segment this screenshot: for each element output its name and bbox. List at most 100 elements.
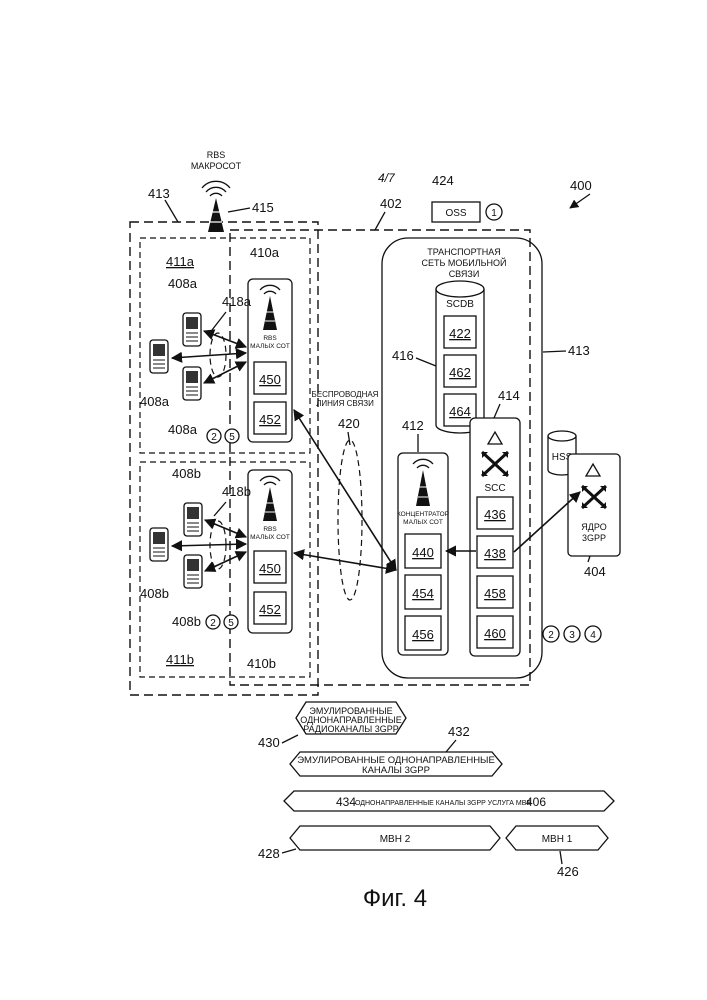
macro-leader (228, 208, 250, 212)
cell-a-circle-2: 2 (211, 432, 217, 443)
rbs-b-label-2: МАЛЫХ СОТ (250, 534, 290, 541)
link-a-ref: 418a (222, 294, 252, 309)
rbs-a-ref: 410a (250, 245, 280, 260)
figure-ref: 400 (570, 178, 592, 193)
transport-circle-4: 4 (590, 630, 596, 641)
transport-label-3: СВЯЗИ (449, 269, 480, 279)
link-b-ref: 418b (222, 484, 251, 499)
link-a-arrow-2 (172, 353, 246, 358)
wireless-arrow-b (294, 553, 396, 570)
rbs-a-label-2: МАЛЫХ СОТ (250, 343, 290, 350)
mbh2-label: MBH 2 (380, 834, 411, 845)
core-label-1: ЯДРО (581, 522, 606, 532)
emulated-bearer-2: КАНАЛЫ 3GPP (362, 765, 430, 776)
radio-bearer-3: РАДИОКАНАЛЫ 3GPP (303, 724, 399, 734)
page-number: 4/7 (378, 171, 396, 185)
radio-bearer-leader (282, 735, 298, 743)
phone-b1-icon (184, 503, 202, 536)
hub-label-2: МАЛЫХ СОТ (403, 519, 443, 526)
wireless-label-2: ЛИНИЯ СВЯЗИ (316, 399, 374, 408)
cell-a-ref: 411a (166, 254, 195, 269)
figure-caption: Фиг. 4 (363, 885, 427, 912)
rbs-b-ref: 410b (247, 656, 276, 671)
macro-title-1: RBS (207, 150, 226, 160)
device-a1-ref: 408a (168, 276, 198, 291)
macro-title-2: МАКРОСОТ (191, 161, 242, 171)
hub-module-440-label: 440 (412, 545, 434, 560)
scdb-module-422-label: 422 (449, 326, 471, 341)
scc-ref: 414 (498, 388, 520, 403)
mbh2-leader (282, 849, 296, 853)
core-leader (588, 556, 590, 562)
oss-ref: 424 (432, 173, 454, 188)
device-a2-ref: 408a (140, 394, 170, 409)
scdb-module-462-label: 462 (449, 365, 471, 380)
scc-label: SCC (484, 483, 505, 494)
outer-region-ref: 413 (148, 186, 170, 201)
mbh1-leader (560, 851, 562, 864)
emulated-bearer-ref: 432 (448, 724, 470, 739)
rbs-a-module-450-label: 450 (259, 372, 281, 387)
radio-bearer-ref: 430 (258, 735, 280, 750)
wireless-ref: 420 (338, 416, 360, 431)
mbh1-ref: 426 (557, 864, 579, 879)
wireless-leader (348, 432, 350, 445)
macro-antenna-icon (202, 181, 230, 232)
phone-b3-icon (184, 555, 202, 588)
link-b-arrow-2 (172, 544, 246, 546)
device-a3-ref: 408a (168, 422, 198, 437)
device-b2-ref: 408b (140, 586, 169, 601)
link-a-leader (212, 312, 226, 330)
scdb-cylinder-top (436, 281, 484, 297)
rbs-b-module-450-label: 450 (259, 561, 281, 576)
macro-ref: 415 (252, 200, 274, 215)
scdb-leader (416, 358, 436, 366)
core-ref: 404 (584, 564, 606, 579)
emulated-bearer-leader (446, 740, 456, 752)
oss-circle-label: 1 (491, 208, 497, 219)
transport-label-1: ТРАНСПОРТНАЯ (427, 247, 500, 257)
backhaul-region-ref: 402 (380, 196, 402, 211)
rbs-a-label-1: RBS (263, 335, 277, 342)
phone-b2-icon (150, 528, 168, 561)
scc-module-460-label: 460 (484, 626, 506, 641)
hub-module-454-label: 454 (412, 586, 434, 601)
wireless-ellipse (338, 440, 362, 600)
scdb-label: SCDB (446, 299, 474, 310)
phone-a2-icon (150, 340, 168, 373)
device-b3-ref: 408b (172, 614, 201, 629)
hub-module-456-label: 456 (412, 627, 434, 642)
rbs-b-label-1: RBS (263, 526, 277, 533)
scc-module-458-label: 458 (484, 586, 506, 601)
device-b1-ref: 408b (172, 466, 201, 481)
wireless-arrow-a (294, 410, 396, 570)
figure-ref-arrow (570, 194, 590, 208)
cell-b-circle-5: 5 (228, 618, 234, 629)
cell-b-ref: 411b (166, 652, 194, 667)
link-a-arrow-1 (204, 331, 246, 347)
phone-a1-icon (183, 313, 201, 346)
transport-circle-2: 2 (548, 630, 554, 641)
phone-a3-icon (183, 367, 201, 400)
outer-region-leader (165, 200, 178, 222)
oss-label: OSS (445, 208, 466, 219)
mbh2-ref: 428 (258, 846, 280, 861)
rbs-a-module-452-label: 452 (259, 412, 281, 427)
transport-label-2: СЕТЬ МОБИЛЬНОЙ (421, 257, 506, 268)
mbb-bearer-text: ОДНОНАПРАВЛЕННЫЕ КАНАЛЫ 3GPP УСЛУГА MBB (355, 800, 531, 807)
scdb-module-464-label: 464 (449, 404, 471, 419)
link-b-leader (214, 502, 226, 516)
core-label-2: 3GPP (582, 533, 606, 543)
scc-leader (494, 404, 500, 418)
mbb-bearer-ref-right: 406 (526, 795, 546, 809)
wireless-label-1: БЕСПРОВОДНАЯ (312, 390, 379, 399)
mbb-bearer-ref-left: 434 (336, 795, 356, 809)
scc-module-436-label: 436 (484, 507, 506, 522)
hub-label-1: КОНЦЕНТРАТОР (397, 511, 449, 518)
hub-ref: 412 (402, 418, 424, 433)
backhaul-region-leader (375, 212, 385, 230)
transport-leader (543, 351, 566, 352)
transport-circle-3: 3 (569, 630, 575, 641)
mbh1-label: MBH 1 (542, 834, 573, 845)
